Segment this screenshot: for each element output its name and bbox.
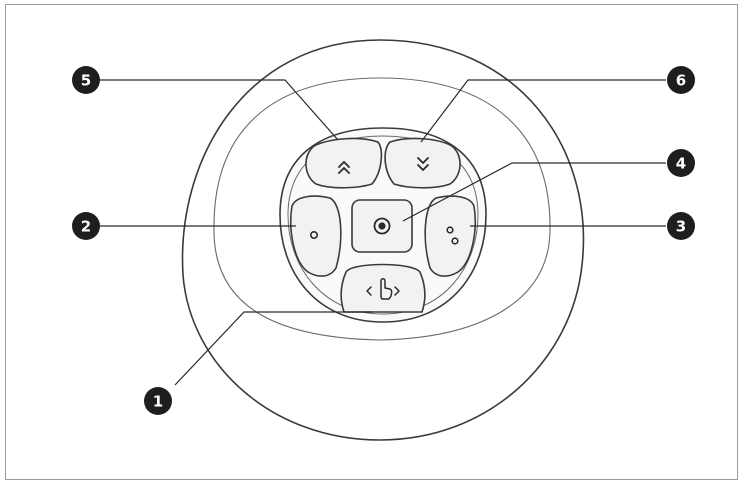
target-dot-icon	[373, 217, 391, 235]
callouts: 1 2 3 4 5 6	[72, 66, 695, 415]
leader-lines	[100, 79, 666, 386]
button-cluster-inner-rim	[287, 135, 479, 315]
callout-6: 6	[667, 66, 695, 94]
outer-shell	[181, 39, 585, 441]
double-chevron-up-icon	[338, 160, 350, 174]
callout-5: 5	[72, 66, 100, 94]
callout-number: 3	[676, 218, 686, 236]
callout-number: 4	[676, 155, 686, 173]
callout-number: 6	[676, 72, 686, 90]
callout-4: 4	[667, 149, 695, 177]
callout-1: 1	[144, 387, 172, 415]
callout-marker	[667, 212, 695, 240]
callout-marker	[72, 212, 100, 240]
callout-number: 1	[153, 393, 163, 411]
callout-marker	[72, 66, 100, 94]
left-button[interactable]	[289, 195, 342, 277]
callout-marker	[144, 387, 172, 415]
double-chevron-down-icon	[417, 157, 429, 172]
center-button[interactable]	[351, 199, 413, 253]
pointer-hand-swipe-icon	[366, 278, 400, 300]
callout-marker	[667, 149, 695, 177]
callout-2: 2	[72, 212, 100, 240]
leader-line-6	[420, 79, 666, 143]
callout-number: 5	[81, 72, 91, 90]
leader-line-1	[174, 311, 372, 386]
up-button[interactable]	[305, 137, 383, 189]
right-button[interactable]	[424, 195, 477, 277]
leader-line-4	[402, 162, 666, 222]
bottom-button[interactable]	[340, 263, 426, 313]
down-button[interactable]	[384, 137, 461, 189]
single-dot-icon	[309, 231, 318, 240]
callout-number: 2	[81, 218, 91, 236]
leader-line-5	[100, 79, 339, 141]
callout-marker	[667, 66, 695, 94]
inner-shell	[213, 77, 551, 341]
callout-3: 3	[667, 212, 695, 240]
double-dot-icon	[446, 226, 459, 245]
